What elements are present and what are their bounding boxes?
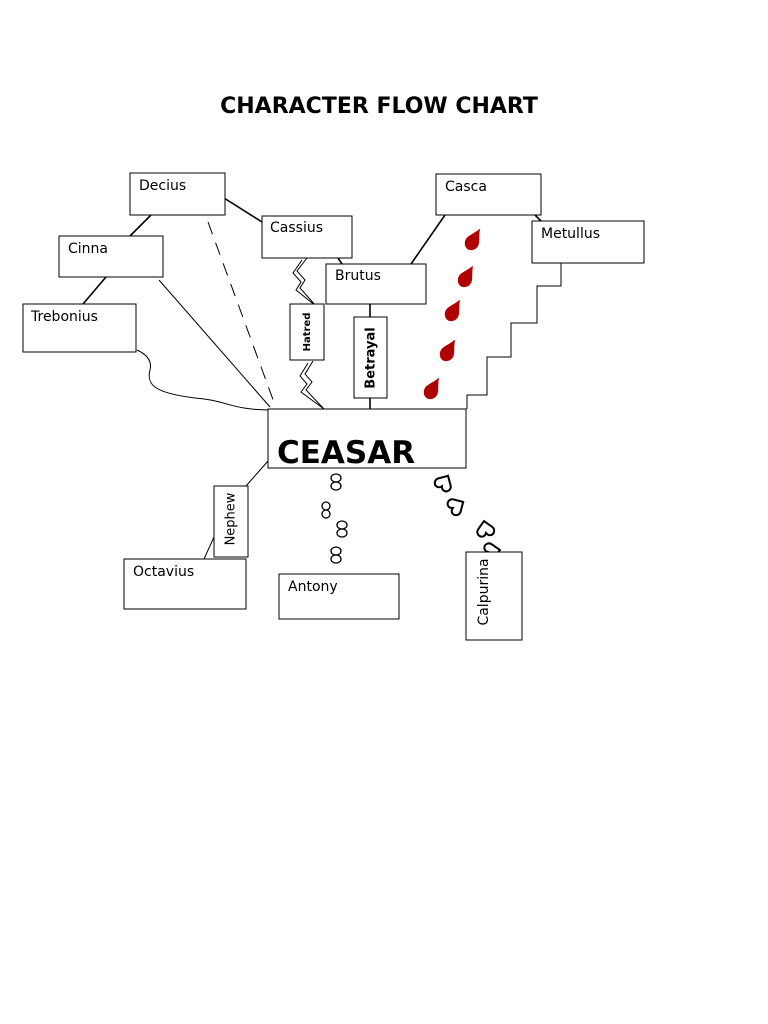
node-label: Antony	[288, 579, 338, 595]
node-label: Trebonius	[30, 309, 98, 325]
link-label: Betrayal	[364, 327, 379, 388]
heart-icon	[474, 518, 496, 539]
node-calpurina[interactable]: Calpurina	[465, 551, 523, 641]
node-label: Octavius	[133, 564, 194, 580]
link-label: Hatred	[302, 313, 313, 352]
infinity-chain	[321, 473, 348, 564]
lightning-icon	[304, 360, 325, 410]
link-betrayal: Betrayal	[353, 316, 388, 399]
metullus-ceasar-stairs	[466, 263, 562, 409]
node-trebonius[interactable]: Trebonius	[22, 303, 137, 353]
link-hatred: Hatred	[289, 303, 325, 361]
trebonius-ceasar-curve	[136, 349, 271, 411]
link-nephew: Nephew	[213, 485, 249, 558]
cinna-ceasar-line	[158, 279, 271, 408]
cinna-trebonius-line	[82, 276, 107, 305]
node-label: Calpurina	[476, 558, 492, 625]
lightning-icon	[299, 362, 325, 410]
casca-metullus-line	[534, 214, 542, 222]
infinity-icon	[321, 501, 331, 519]
infinity-icon	[336, 520, 348, 538]
blood-drop-icon	[454, 262, 480, 290]
node-cinna[interactable]: Cinna	[58, 235, 164, 278]
node-label: CEASAR	[277, 435, 415, 471]
node-octavius[interactable]: Octavius	[123, 558, 247, 610]
blood-drop-icon	[441, 296, 467, 324]
node-label: Brutus	[335, 268, 381, 284]
node-antony[interactable]: Antony	[278, 573, 400, 620]
node-metullus[interactable]: Metullus	[531, 220, 645, 264]
decius-cinna-line	[129, 214, 152, 237]
node-brutus[interactable]: Brutus	[325, 263, 427, 305]
cassius-brutus-line	[337, 257, 343, 265]
hearts	[432, 470, 503, 562]
connectors	[82, 197, 562, 560]
node-decius[interactable]: Decius	[129, 172, 226, 216]
ceasar-nephew-line	[245, 460, 269, 487]
blood-drops	[420, 225, 487, 402]
node-cassius[interactable]: Cassius	[261, 215, 353, 259]
link-label: Nephew	[224, 492, 239, 545]
lightning-icon	[296, 257, 317, 307]
heart-icon	[432, 470, 457, 495]
node-label: Cassius	[270, 220, 323, 236]
node-label: Metullus	[541, 226, 600, 242]
heart-icon	[444, 493, 469, 518]
node-label: Decius	[139, 178, 186, 194]
decius-ceasar-dashed-line	[207, 221, 276, 406]
lightning-icon	[292, 259, 317, 307]
page-title: CHARACTER FLOW CHART	[220, 94, 538, 119]
node-ceasar[interactable]: CEASAR	[267, 408, 467, 471]
infinity-icon	[330, 546, 342, 564]
decius-cassius-line	[223, 197, 263, 223]
nephew-octavius-line	[203, 536, 215, 560]
infinity-icon	[330, 473, 342, 491]
blood-drop-icon	[420, 374, 446, 402]
node-label: Cinna	[68, 241, 108, 257]
blood-drop-icon	[436, 336, 462, 364]
blood-drop-icon	[461, 225, 487, 253]
node-casca[interactable]: Casca	[435, 173, 542, 216]
node-label: Casca	[445, 179, 487, 195]
casca-brutus-line	[410, 214, 446, 265]
